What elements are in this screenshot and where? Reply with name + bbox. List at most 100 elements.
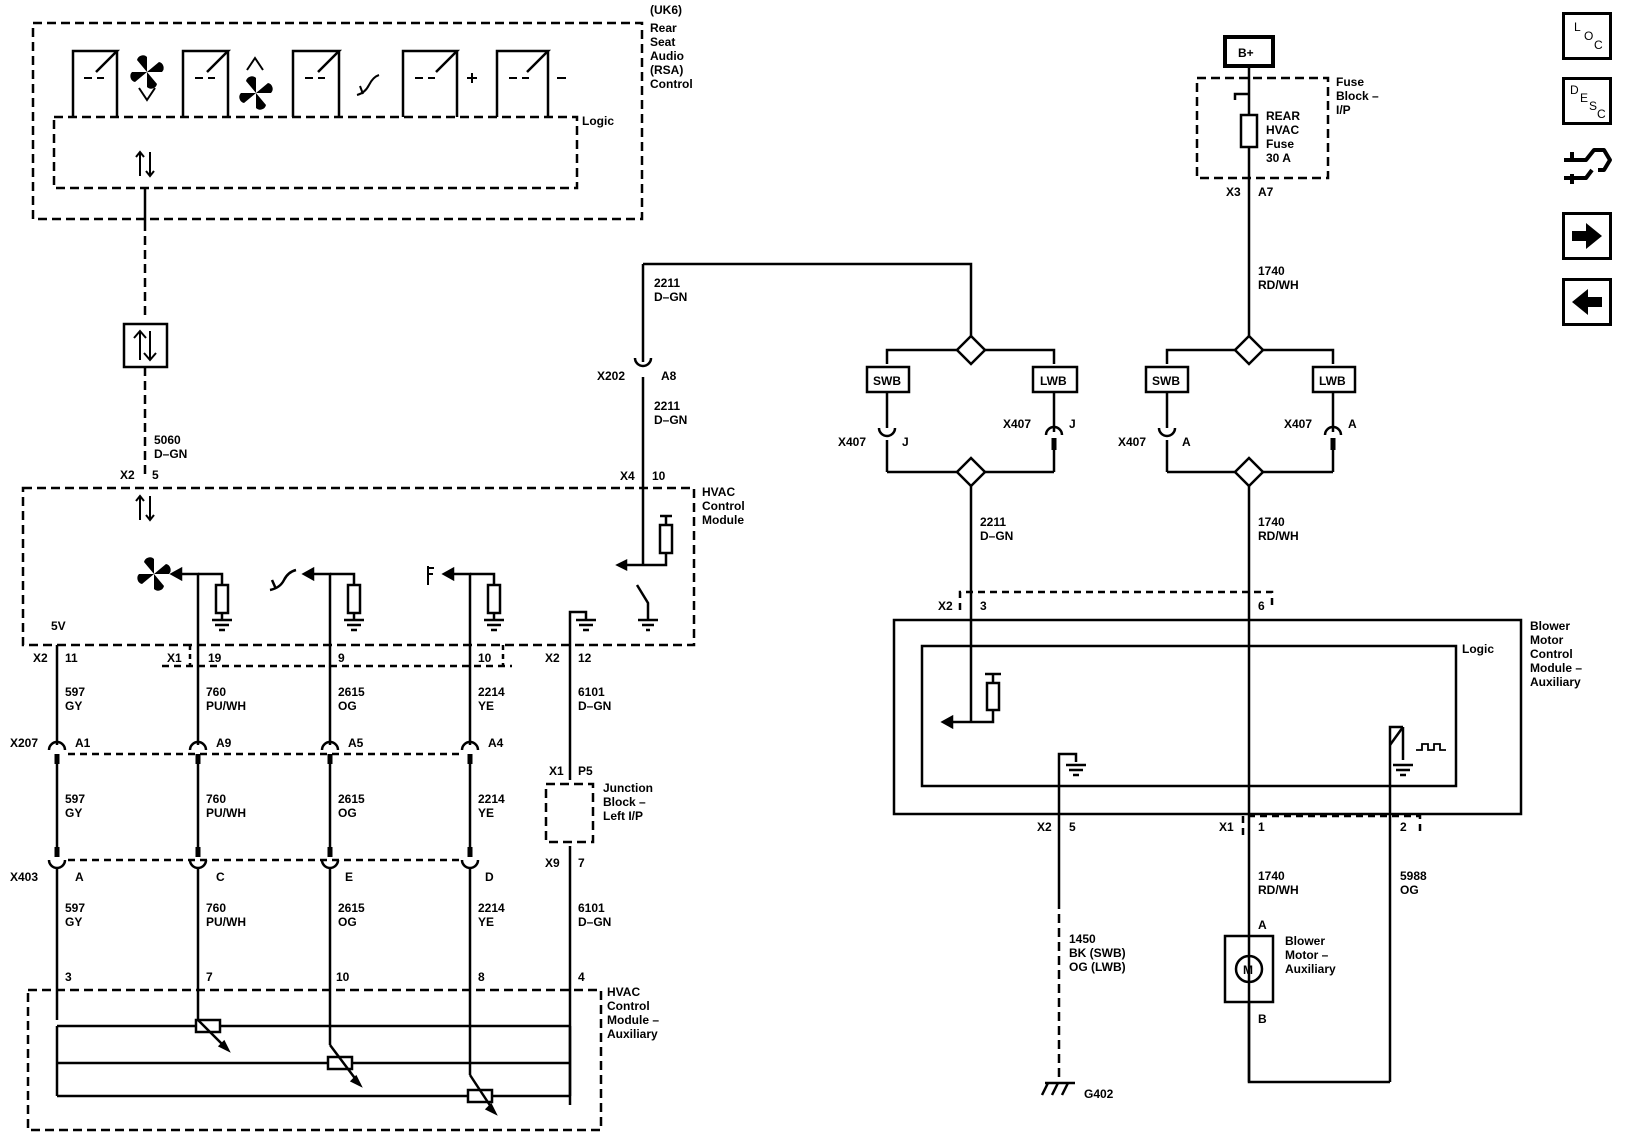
description-button[interactable]: D E S C (1562, 77, 1612, 125)
x207-connector (47, 740, 480, 764)
bmcm-logic-box (920, 644, 1458, 788)
fuse-label: Fuse (1266, 137, 1294, 151)
pin-label: 19 (208, 651, 222, 665)
wire-label: YE (478, 915, 494, 929)
wire-label: PU/WH (206, 806, 246, 820)
bmcm-logic-label: Logic (1462, 642, 1494, 656)
rsa-label-1: Rear (650, 21, 677, 35)
connector-label: X2 (120, 468, 135, 482)
rsa-switch-glyphs (138, 56, 566, 102)
splice-2211-top (955, 334, 987, 366)
pin-label: A (1182, 435, 1191, 449)
splice-1740-bottom (1233, 456, 1265, 488)
pin-label: E (345, 870, 353, 884)
bmcm-label: Control (1530, 647, 1573, 661)
wire-label: D–GN (654, 413, 687, 427)
wire-label: 2615 (338, 685, 365, 699)
wires-to-hvac-aux (55, 645, 572, 1105)
bmcm-label: Blower (1530, 619, 1570, 633)
pin-label: A9 (216, 736, 232, 750)
splice-1740-top (1233, 334, 1265, 366)
pin-label: A5 (348, 736, 364, 750)
pin-label: P5 (578, 764, 593, 778)
pin-label: 2 (1400, 820, 1407, 834)
connector-label: X1 (167, 651, 182, 665)
next-page-button[interactable] (1562, 212, 1612, 260)
pin-label: 9 (338, 651, 345, 665)
location-button[interactable]: L O C (1562, 12, 1612, 60)
wire-label: 6101 (578, 901, 605, 915)
desc-letter-d: D (1570, 83, 1579, 97)
wire-label: 760 (206, 685, 226, 699)
junction-block-outline (544, 782, 595, 844)
wire-label: 2211 (654, 276, 680, 290)
loc-letter-l: L (1574, 20, 1581, 34)
pin-label: 12 (578, 651, 592, 665)
pin-label: A (75, 870, 84, 884)
connector-label: X407 (838, 435, 866, 449)
wire-label: OG (338, 806, 357, 820)
data-comm-box (122, 322, 169, 369)
seat-icon (269, 568, 297, 592)
fuse-block-outline (1195, 76, 1330, 180)
wire-label: 760 (206, 792, 226, 806)
connector-label: X207 (10, 736, 38, 750)
connector-label: X407 (1003, 417, 1031, 431)
pin-label: C (216, 870, 225, 884)
fuse-block-label: Fuse (1336, 75, 1364, 89)
pin-label: 1 (1258, 820, 1265, 834)
wire-label: GY (65, 699, 82, 713)
previous-page-button[interactable] (1562, 278, 1612, 326)
pin-label: J (1069, 417, 1076, 431)
pin-label: 10 (478, 651, 492, 665)
pin-label: 3 (65, 970, 72, 984)
wire-label: 1450 (1069, 932, 1096, 946)
pin-label: 8 (478, 970, 485, 984)
hvac-aux-label: Auxiliary (607, 1027, 658, 1041)
temp-sensor-icon (427, 566, 434, 585)
pin-label: 3 (980, 599, 987, 613)
wire-label: OG (338, 915, 357, 929)
wire-label: YE (478, 806, 494, 820)
fuse-label: REAR (1266, 109, 1300, 123)
wire-label: RD/WH (1258, 278, 1299, 292)
connector-label: X403 (10, 870, 38, 884)
hvac-label: HVAC (702, 485, 735, 499)
pin-label: A4 (488, 736, 504, 750)
rsa-label-4: (RSA) (650, 63, 683, 77)
rsa-label-3: Audio (650, 49, 684, 63)
bmcm-module-outline (892, 618, 1523, 816)
fan-icon (130, 55, 273, 110)
wire-label: 6101 (578, 685, 605, 699)
pin-label: A7 (1258, 185, 1274, 199)
plug-connector-icon (1564, 148, 1612, 184)
connector-view-button[interactable] (1560, 138, 1614, 194)
hvac-module-outline (21, 486, 696, 647)
pin-label: 7 (578, 856, 585, 870)
junction-label: Junction (603, 781, 653, 795)
wire-label: 597 (65, 685, 85, 699)
wire-label: D–GN (654, 290, 687, 304)
wire-label: PU/WH (206, 915, 246, 929)
wire-label: OG (LWB) (1069, 960, 1126, 974)
pin-label: A (1258, 918, 1267, 932)
wire-label: 2211 (980, 515, 1006, 529)
bmcm-label: Motor (1530, 633, 1564, 647)
connector-label: X9 (545, 856, 560, 870)
rsa-switches (71, 49, 552, 117)
wire-label: RD/WH (1258, 529, 1299, 543)
hvac-aux-internal (55, 1018, 572, 1116)
rsa-labels: (UK6) Rear Seat Audio (RSA) Control Logi… (582, 3, 693, 128)
pin-label: 5 (152, 468, 159, 482)
blower-motor-label: Motor – (1285, 948, 1329, 962)
connector-label: X2 (1037, 820, 1052, 834)
fuse-label: HVAC (1266, 123, 1299, 137)
connector-label: X3 (1226, 185, 1241, 199)
rsa-label-2: Seat (650, 35, 675, 49)
wire-label: D–GN (154, 447, 187, 461)
ground-g402-icon (1040, 1081, 1075, 1096)
fuse-block-label: I/P (1336, 103, 1351, 117)
pin-label: 11 (65, 651, 78, 665)
battery-label: B+ (1238, 46, 1254, 60)
wire-label: D–GN (578, 915, 611, 929)
